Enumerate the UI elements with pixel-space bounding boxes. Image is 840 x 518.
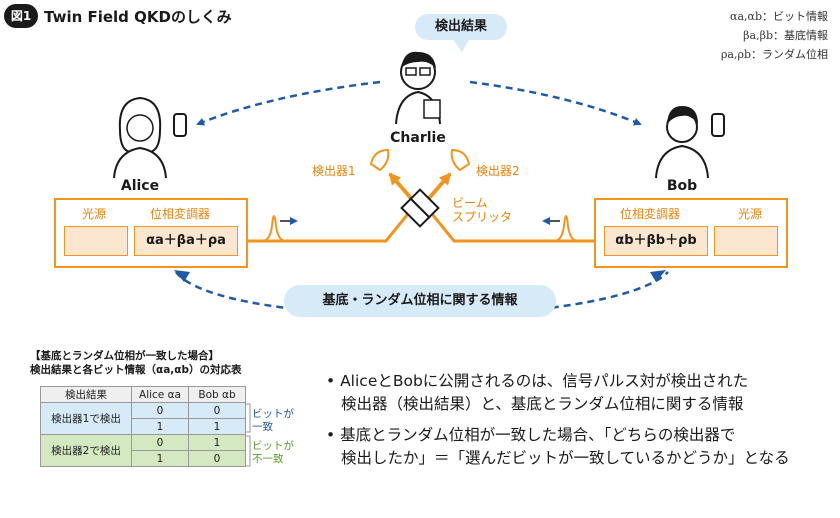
bullet-2: • 基底とランダム位相が一致した場合、「どちらの検出器で 検出したか」＝「選んだ… xyxy=(326,424,790,470)
legend-phase: ρa,ρb：ランダム位相 xyxy=(721,46,828,62)
table-row: 1 1 xyxy=(41,418,246,435)
bob-formula: αb＋βb＋ρb xyxy=(604,226,708,256)
table-cell-detector2: 検出器2で検出 xyxy=(40,434,132,467)
beam-splitter-mirror xyxy=(409,197,431,219)
arc-alice-bob xyxy=(175,271,669,317)
legend-bit-desc: ：ビット情報 xyxy=(762,10,828,23)
table-row: 検出器1で検出 0 0 xyxy=(40,402,246,435)
table-header-row: 検出結果 Alice αa Bob αb xyxy=(40,386,246,403)
pulse-alice xyxy=(261,215,287,242)
bob-light-source-label: 光源 xyxy=(738,207,763,221)
charlie-label: Charlie xyxy=(390,130,446,146)
alice-light-source-label: 光源 xyxy=(82,207,107,221)
correspondence-table: 検出結果 Alice αa Bob αb 検出器1で検出 0 0 1 1 検出器… xyxy=(40,386,246,467)
alice-formula: αa＋βa＋ρa xyxy=(134,226,238,256)
detector2-label: 検出器2 xyxy=(476,164,520,178)
table-row: 検出器2で検出 0 1 xyxy=(40,434,246,467)
table-header-alice: Alice αa xyxy=(131,386,189,403)
alice-phase-modulator-label: 位相変調器 xyxy=(150,207,211,221)
bullet-1-line1: • AliceとBobに公開されるのは、信号パルス対が検出された xyxy=(326,372,749,390)
table-header-result: 検出結果 xyxy=(40,386,132,403)
legend-bit: αa,αb：ビット情報 xyxy=(730,8,828,24)
figure-badge: 図1 xyxy=(4,4,38,28)
alice-figure xyxy=(113,96,187,179)
legend-basis: βa,βb：基底情報 xyxy=(743,27,828,43)
detector1-icon xyxy=(369,148,390,172)
table-header-bob: Bob αb xyxy=(188,386,246,403)
detector1-label: 検出器1 xyxy=(312,164,356,178)
legend-phase-desc: ：ランダム位相 xyxy=(751,48,828,61)
table-caption-line1: 【基底とランダム位相が一致した場合】 xyxy=(30,350,219,362)
info-bubble: 基底・ランダム位相に関する情報 xyxy=(284,285,556,317)
arc-charlie-to-bob xyxy=(469,80,642,126)
beam-splitter-label-line2: スプリッタ xyxy=(452,210,513,224)
note-bit-mismatch: ビットが不一致 xyxy=(252,440,294,466)
alice-light-source-box xyxy=(64,226,128,256)
note-bit-match-line2: 一致 xyxy=(252,421,273,433)
table-cell: 0 xyxy=(131,434,189,451)
result-bubble: 検出結果 xyxy=(415,14,507,40)
table-row: 1 0 xyxy=(41,450,246,467)
note-bit-mismatch-line1: ビットが xyxy=(252,440,294,452)
table-cell: 1 xyxy=(131,450,189,467)
detector2-icon xyxy=(450,148,471,172)
legend-basis-desc: ：基底情報 xyxy=(773,29,828,42)
arc-arrow-bob xyxy=(650,270,666,282)
arc-arrow-alice xyxy=(174,270,190,282)
table-cell-detector1: 検出器1で検出 xyxy=(40,402,132,435)
note-bit-match-line1: ビットが xyxy=(252,408,294,420)
legend-bit-symbols: αa,αb xyxy=(730,10,762,23)
bob-phase-modulator-label: 位相変調器 xyxy=(620,207,681,221)
note-bit-mismatch-line2: 不一致 xyxy=(252,453,284,465)
result-bubble-tail xyxy=(452,38,470,52)
table-caption: 【基底とランダム位相が一致した場合】 検出結果と各ビット情報（αa,αb）の対応… xyxy=(30,349,242,377)
charlie-figure xyxy=(395,51,441,125)
bob-figure xyxy=(655,106,725,179)
beam-splitter-label: ビームスプリッタ xyxy=(452,196,512,224)
bullet-1-line2: 検出器（検出結果）と、基底とランダム位相に関する情報 xyxy=(341,395,744,413)
bullet-2-line1: • 基底とランダム位相が一致した場合、「どちらの検出器で xyxy=(326,426,736,444)
table-cell: 0 xyxy=(188,450,246,467)
note-bit-match: ビットが一致 xyxy=(252,408,294,434)
alice-label: Alice xyxy=(120,178,160,194)
pulse-bob xyxy=(553,215,579,242)
legend-basis-symbols: βa,βb xyxy=(743,29,773,42)
legend-phase-symbols: ρa,ρb xyxy=(720,48,751,61)
beam-splitter-label-line1: ビーム xyxy=(452,196,488,210)
bob-label: Bob xyxy=(666,178,698,194)
bob-light-source-box xyxy=(714,226,778,256)
table-caption-line2: 検出結果と各ビット情報（αa,αb）の対応表 xyxy=(30,364,242,376)
figure-title: Twin Field QKDのしくみ xyxy=(44,8,232,26)
bullet-2-line2: 検出したか」＝「選んだビットが一致しているかどうか」となる xyxy=(341,449,790,467)
arc-charlie-to-alice xyxy=(196,80,381,126)
bullet-1: • AliceとBobに公開されるのは、信号パルス対が検出された 検出器（検出結… xyxy=(326,370,748,416)
